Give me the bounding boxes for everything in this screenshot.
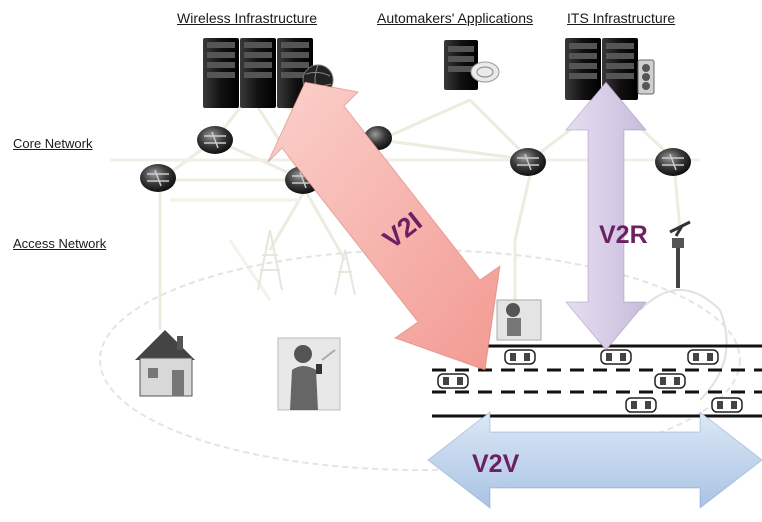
- server-rack-icon: [444, 40, 478, 90]
- car-icon: [504, 349, 536, 365]
- v2v-label: V2V: [472, 450, 520, 478]
- server-rack-icon: [240, 38, 276, 108]
- v2r-label: V2R: [599, 221, 648, 249]
- car-icon: [687, 349, 719, 365]
- router-icon: [510, 148, 546, 176]
- car-icon: [711, 397, 743, 413]
- car-icon: [437, 373, 469, 389]
- v2r-arrow: [564, 81, 648, 351]
- router-icon: [197, 126, 233, 154]
- its-infrastructure-label: ITS Infrastructure: [567, 10, 676, 26]
- car-icon: [625, 397, 657, 413]
- house-icon: [135, 330, 195, 397]
- person-phone-icon: [277, 337, 341, 411]
- access-network-label: Access Network: [13, 236, 107, 251]
- automaker-server: [444, 40, 500, 90]
- wireless-infrastructure-label: Wireless Infrastructure: [177, 10, 318, 26]
- router-icon: [140, 164, 176, 192]
- v2v-arrow: [427, 410, 762, 510]
- v2i-arrow: [267, 81, 501, 371]
- car-icon: [600, 349, 632, 365]
- car-logo-icon: [470, 61, 500, 83]
- core-network-label: Core Network: [13, 136, 93, 151]
- cell-towers: [257, 229, 356, 296]
- server-rack-icon: [565, 38, 601, 100]
- server-rack-icon: [602, 38, 638, 100]
- roadside-camera-icon: [496, 299, 542, 341]
- automakers-applications-label: Automakers' Applications: [377, 10, 533, 26]
- roadside-unit-icon: [639, 220, 728, 401]
- cell-tower-icon: [334, 249, 356, 296]
- server-rack-icon: [203, 38, 239, 108]
- car-icon: [654, 373, 686, 389]
- its-servers: [565, 38, 655, 100]
- router-icon: [655, 148, 691, 176]
- cars: [437, 349, 743, 413]
- traffic-light-icon: [637, 59, 655, 95]
- wireless-servers: [203, 38, 334, 108]
- cell-tower-icon: [257, 229, 283, 291]
